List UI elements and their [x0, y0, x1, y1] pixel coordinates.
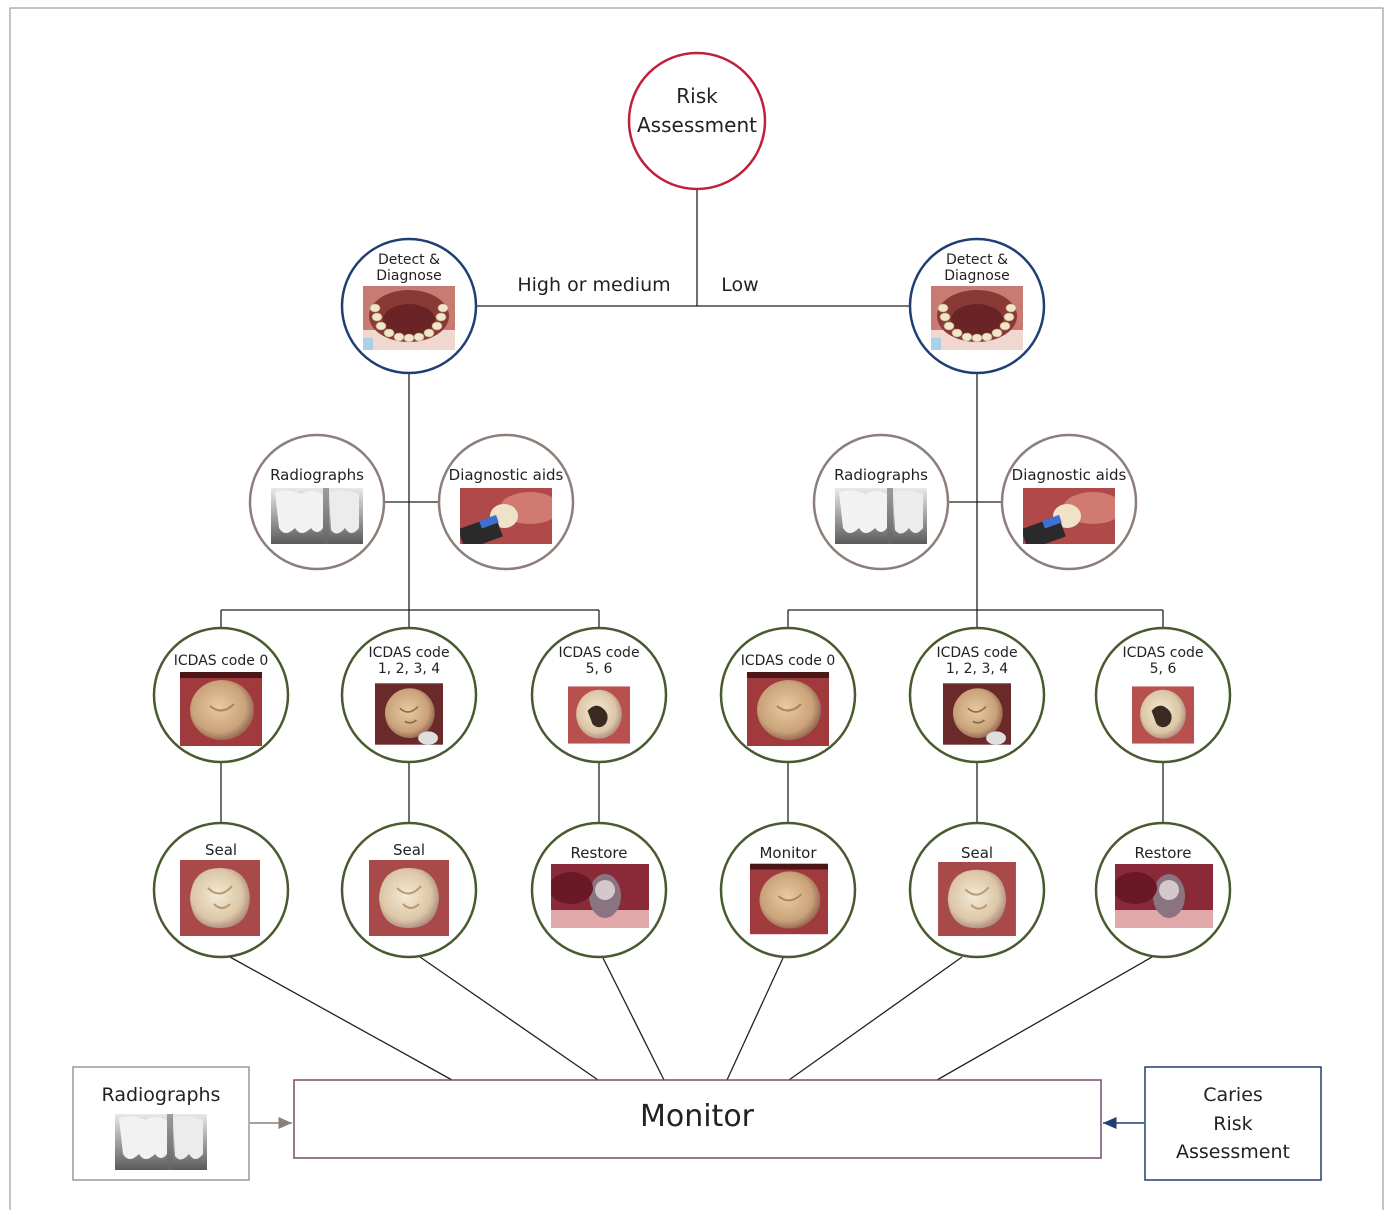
cavity-photo-icon: [1132, 686, 1194, 744]
right-diagnostic-aids-node: Diagnostic aids: [1000, 433, 1138, 571]
right-action-monitor: Monitor: [719, 821, 857, 959]
dental-arch-photo-icon: [363, 286, 455, 350]
molar-photo-icon: [180, 672, 262, 746]
molar-photo-icon: [943, 682, 1011, 746]
left-radiographs-node: Radiographs: [248, 433, 386, 571]
monitor-box: Monitor: [293, 1079, 1102, 1159]
molar-photo-icon: [375, 682, 443, 746]
right-icdas-0-label: ICDAS code 0: [741, 653, 835, 669]
left-icdas-56-node: ICDAS code 5, 6: [530, 626, 668, 764]
sealed-tooth-photo-icon: [180, 860, 260, 936]
left-action-2-label: Seal: [393, 841, 425, 859]
figure-border: [9, 7, 1384, 1210]
left-diagnostic-aids-node: Diagnostic aids: [437, 433, 575, 571]
xray-photo-icon: [835, 488, 927, 544]
monitor-label: Monitor: [640, 1099, 755, 1134]
branch-label-high-medium: High or medium: [517, 274, 670, 296]
left-detect-line2: Diagnose: [376, 268, 441, 284]
left-icdas-0-node: ICDAS code 0: [152, 626, 290, 764]
caries-risk-assessment-box: Caries Risk Assessment: [1144, 1066, 1322, 1181]
risk-assessment-node: Risk Assessment: [627, 51, 767, 191]
right-radiographs-label: Radiographs: [834, 466, 928, 484]
left-action-1-label: Seal: [205, 841, 237, 859]
risk-assessment-line2: Assessment: [637, 113, 757, 137]
left-icdas-1234-line1: ICDAS code: [368, 645, 449, 661]
probe-photo-icon: [460, 488, 552, 544]
right-detect-line2: Diagnose: [944, 268, 1009, 284]
caries-box-line3: Assessment: [1176, 1141, 1290, 1163]
right-diagnostic-aids-label: Diagnostic aids: [1012, 466, 1127, 484]
right-icdas-1234-line1: ICDAS code: [936, 645, 1017, 661]
left-action-seal-2: Seal: [340, 821, 478, 959]
left-action-3-label: Restore: [571, 844, 628, 862]
xray-photo-icon: [115, 1114, 207, 1170]
caries-box-line1: Caries: [1203, 1084, 1263, 1106]
connector-lines: [220, 188, 1164, 1081]
left-detect-diagnose-node: Detect & Diagnose: [340, 237, 478, 375]
restored-tooth-photo-icon: [1115, 864, 1213, 928]
radiographs-box-label: Radiographs: [102, 1084, 221, 1106]
right-action-3-label: Restore: [1135, 844, 1192, 862]
branch-label-low: Low: [721, 274, 758, 296]
left-radiographs-label: Radiographs: [270, 466, 364, 484]
right-detect-line1: Detect &: [946, 252, 1008, 268]
left-icdas-1234-node: ICDAS code 1, 2, 3, 4: [340, 626, 478, 764]
probe-photo-icon: [1023, 488, 1115, 544]
risk-assessment-line1: Risk: [676, 84, 718, 108]
radiographs-input-box: Radiographs: [72, 1066, 250, 1181]
right-icdas-56-line2: 5, 6: [1150, 661, 1177, 677]
right-icdas-0-node: ICDAS code 0: [719, 626, 857, 764]
xray-photo-icon: [271, 488, 363, 544]
right-action-restore: Restore: [1094, 821, 1232, 959]
left-icdas-1234-line2: 1, 2, 3, 4: [378, 661, 440, 677]
right-icdas-1234-node: ICDAS code 1, 2, 3, 4: [908, 626, 1046, 764]
molar-photo-icon: [747, 672, 829, 746]
right-icdas-56-line1: ICDAS code: [1122, 645, 1203, 661]
right-icdas-1234-line2: 1, 2, 3, 4: [946, 661, 1008, 677]
sealed-tooth-photo-icon: [369, 860, 449, 936]
sealed-tooth-photo-icon: [937, 862, 1017, 936]
right-action-2-label: Seal: [961, 844, 993, 862]
left-icdas-56-line1: ICDAS code: [558, 645, 639, 661]
cavity-photo-icon: [568, 686, 630, 744]
left-icdas-0-label: ICDAS code 0: [174, 653, 268, 669]
left-detect-line1: Detect &: [378, 252, 440, 268]
right-action-seal: Seal: [908, 821, 1046, 959]
left-action-seal-1: Seal: [152, 821, 290, 959]
right-icdas-56-node: ICDAS code 5, 6: [1094, 626, 1232, 764]
right-detect-diagnose-node: Detect & Diagnose: [908, 237, 1046, 375]
left-action-restore: Restore: [530, 821, 668, 959]
caries-box-line2: Risk: [1213, 1113, 1252, 1135]
left-diagnostic-aids-label: Diagnostic aids: [449, 466, 564, 484]
restored-tooth-photo-icon: [551, 864, 649, 928]
right-radiographs-node: Radiographs: [812, 433, 950, 571]
right-action-1-label: Monitor: [759, 844, 817, 862]
dental-arch-photo-icon: [931, 286, 1023, 350]
left-icdas-56-line2: 5, 6: [586, 661, 613, 677]
molar-photo-icon: [750, 862, 828, 936]
